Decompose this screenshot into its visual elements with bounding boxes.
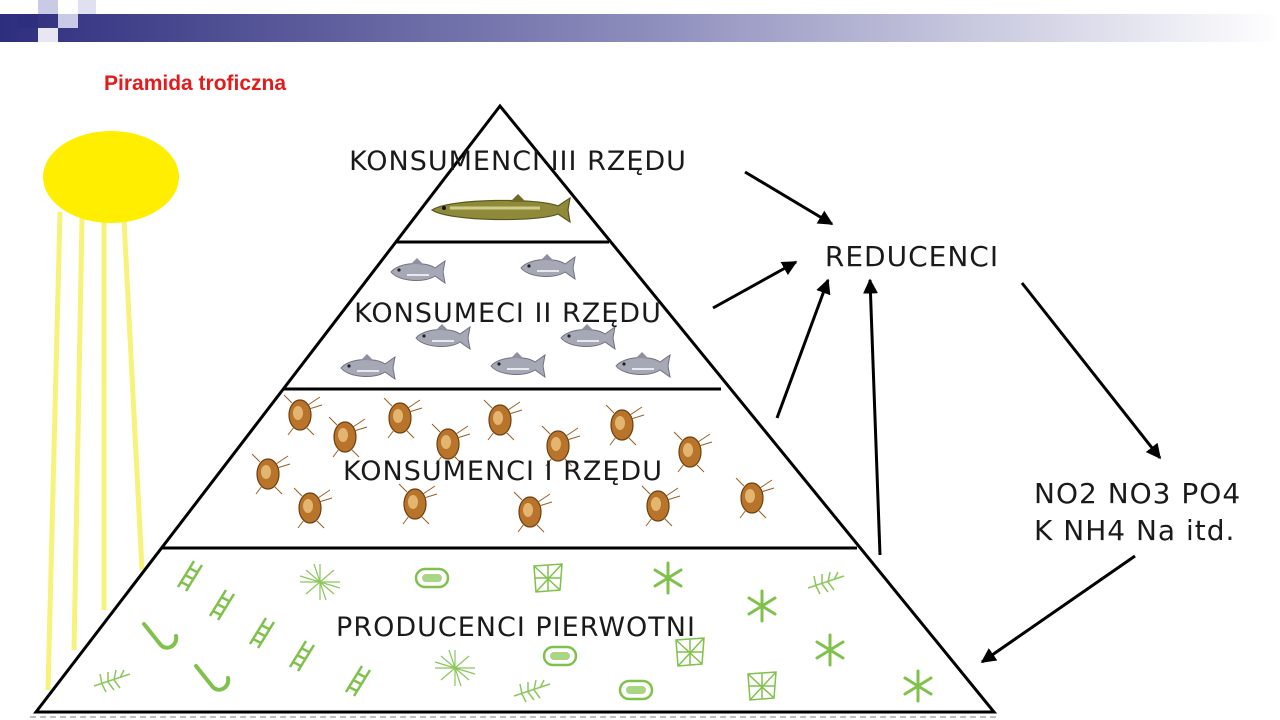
fish-icon xyxy=(490,351,546,378)
level-label-consumers-3: KONSUMENCI III RZĘDU xyxy=(349,146,687,177)
level-label-consumers-1: KONSUMENCI I RZĘDU xyxy=(343,456,663,487)
algae-icon xyxy=(176,559,204,593)
header-square xyxy=(78,0,96,14)
algae-icon xyxy=(344,664,372,698)
header-square xyxy=(38,28,58,42)
algae-icon xyxy=(747,671,777,701)
algae-icon xyxy=(414,567,450,589)
arrow-icon xyxy=(744,170,834,226)
algae-icon xyxy=(653,561,683,595)
algae-icon xyxy=(618,679,654,701)
arrow-icon xyxy=(1020,282,1162,460)
header-square xyxy=(38,0,58,14)
zooplankton-icon xyxy=(293,487,333,529)
zooplankton-icon xyxy=(605,404,645,446)
sun-rays xyxy=(45,211,145,691)
zooplankton-icon xyxy=(483,399,523,441)
algae-icon xyxy=(299,563,341,601)
header-square xyxy=(58,14,78,28)
zooplankton-icon xyxy=(641,485,681,527)
zooplankton-icon xyxy=(513,491,553,533)
pike-fish-icon xyxy=(430,194,571,224)
algae-icon xyxy=(434,649,476,687)
level-label-producers: PRODUCENCI PIERWOTNI xyxy=(336,612,696,643)
zooplankton-icon xyxy=(735,477,775,519)
algae-icon xyxy=(93,669,131,693)
pyramid-outline xyxy=(32,103,998,714)
algae-icon xyxy=(513,679,551,703)
header-bar xyxy=(0,0,1280,42)
nutrients-line-1: NO2 NO3 PO4 xyxy=(1034,477,1241,510)
nutrients-line-2: K NH4 Na itd. xyxy=(1034,514,1235,547)
level-label-consumers-2: KONSUMECI II RZĘDU xyxy=(354,298,662,329)
fish-icon xyxy=(390,257,446,284)
arrow-icon xyxy=(775,278,831,419)
fish-icon xyxy=(520,253,576,280)
algae-icon xyxy=(542,645,578,667)
flow-arrows xyxy=(712,170,1162,664)
zooplankton-icon xyxy=(251,453,291,495)
arrow-icon xyxy=(980,554,1136,664)
header-square xyxy=(18,14,38,28)
algae-icon xyxy=(208,588,236,622)
arrow-icon xyxy=(712,260,798,310)
algae-icon xyxy=(747,589,777,623)
slide-title: Piramida troficzna xyxy=(104,72,287,95)
zooplankton-icon xyxy=(673,431,713,473)
algae-icon xyxy=(815,633,845,667)
zooplankton-icon xyxy=(398,483,438,525)
algae-icon xyxy=(142,622,179,650)
fish-icon xyxy=(615,351,671,378)
algae-icon xyxy=(807,571,845,595)
arrow-icon xyxy=(862,278,882,556)
algae-icon xyxy=(288,639,316,673)
decomposers-label: REDUCENCI xyxy=(825,240,999,273)
zooplankton-icon xyxy=(283,394,323,436)
algae-icon xyxy=(903,669,933,703)
zooplankton-icon xyxy=(383,397,423,439)
algae-icon xyxy=(194,664,231,692)
fish-icon xyxy=(340,353,396,380)
zooplankton-icon xyxy=(328,416,368,458)
algae-icon xyxy=(533,563,563,593)
sun-icon xyxy=(43,131,179,223)
algae-icon xyxy=(248,616,276,650)
